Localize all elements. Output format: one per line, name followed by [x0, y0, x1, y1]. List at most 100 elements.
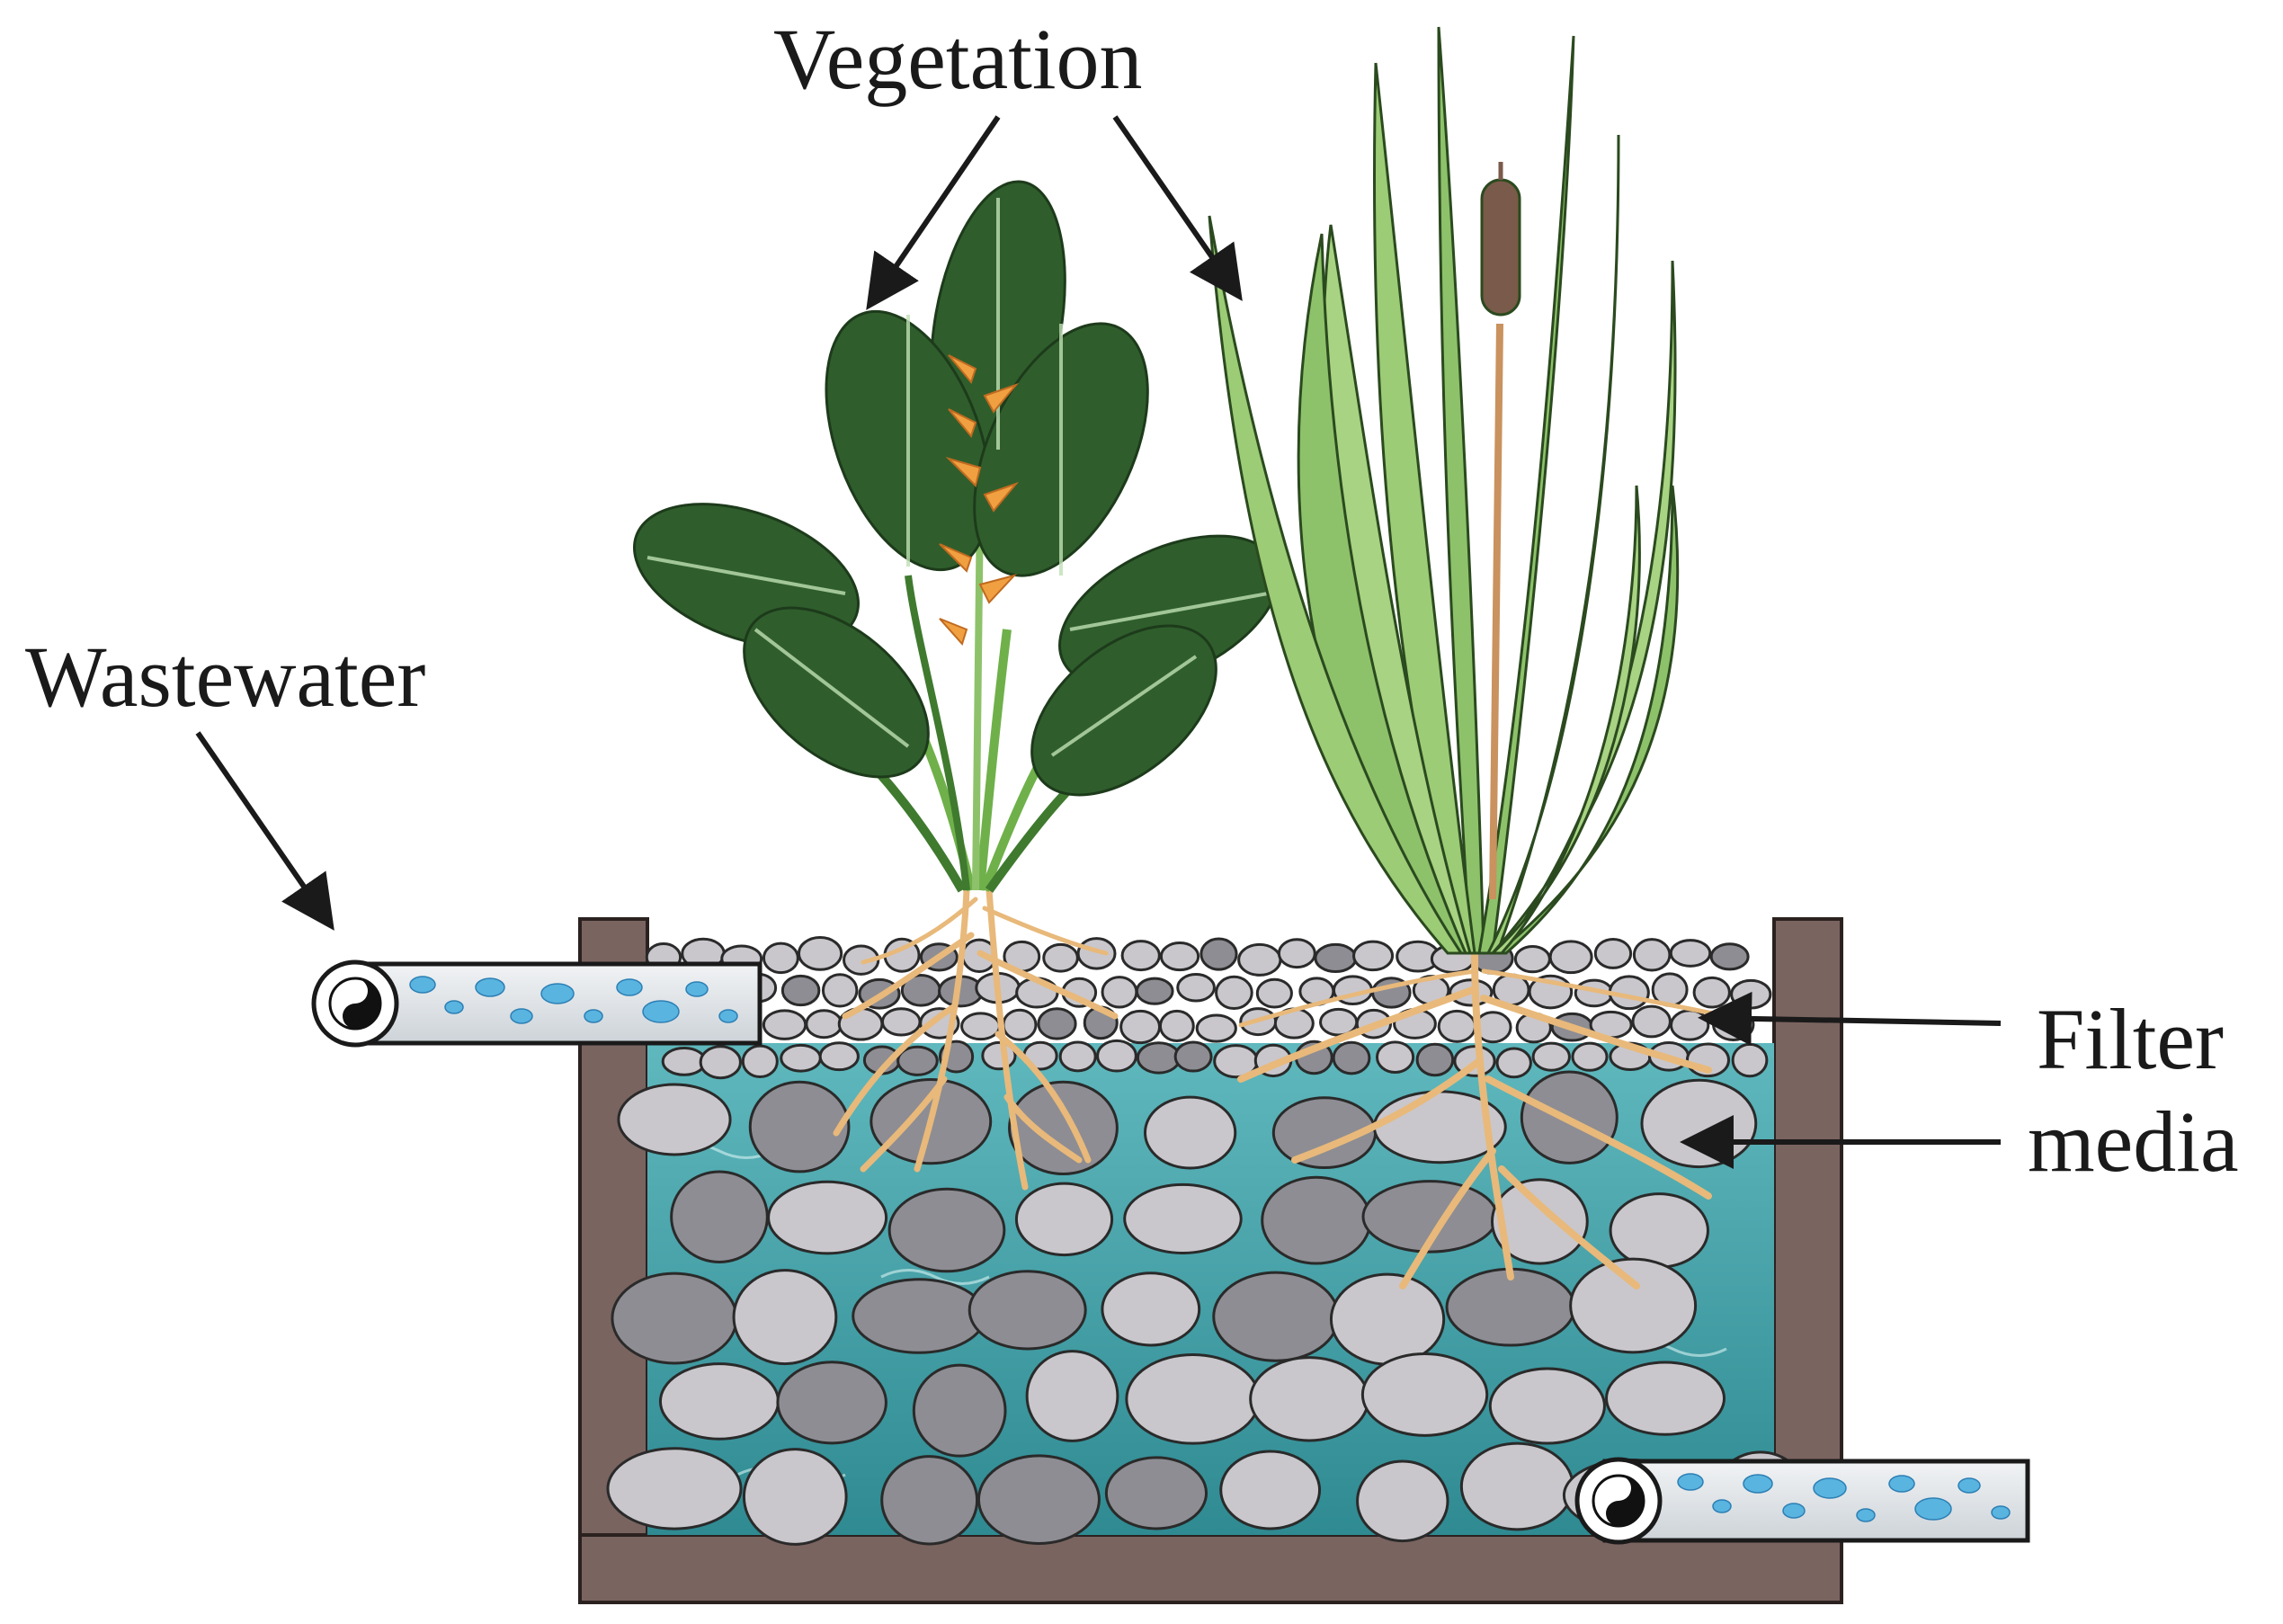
filter-stone [658, 1362, 780, 1441]
roots-right-plant [1237, 950, 1729, 1289]
yin-yang-icon [1592, 1474, 1645, 1528]
broadleaf-plant [633, 180, 1280, 893]
gravel-stone [797, 936, 843, 971]
gravel-stone [1002, 1008, 1038, 1041]
gravel-stone [1415, 1042, 1455, 1077]
gravel-stone [661, 1046, 707, 1076]
gravel-stone [1037, 1007, 1077, 1040]
filter-stone [1014, 1182, 1114, 1257]
filter-stone [767, 1180, 888, 1255]
gravel-stone [1058, 1040, 1097, 1073]
gravel-stone [1669, 939, 1712, 968]
filter-stone [606, 1447, 743, 1530]
filter-stone [1008, 1080, 1119, 1176]
yin-yang-icon [328, 977, 382, 1031]
filter-stone [1144, 1095, 1237, 1170]
gravel-stone [1314, 942, 1358, 974]
gravel-stone [818, 1041, 860, 1072]
gravel-stone [780, 974, 821, 1007]
gravel-stone [1255, 977, 1293, 1009]
gravel-stone [1277, 938, 1316, 969]
filter-stone [611, 1272, 738, 1365]
gravel-stone [780, 1043, 822, 1073]
gravel-stone [1352, 940, 1395, 972]
filter-stone [1104, 1456, 1208, 1530]
filter-media-label-line2: media [2028, 1093, 2239, 1190]
filter-media-label-line1: Filter [2037, 991, 2224, 1087]
gravel-stone [1215, 975, 1253, 1011]
filter-stone [887, 1187, 1006, 1273]
gravel-stone [1730, 978, 1772, 1010]
gravel-stone [1076, 937, 1117, 970]
gravel-stone [1176, 973, 1216, 1003]
gravel-stone [1096, 1039, 1137, 1073]
gravel-stone [1101, 976, 1138, 1009]
gravel-stone [1692, 976, 1731, 1009]
gravel-stone [1199, 937, 1238, 971]
vegetation-label: Vegetation [773, 11, 1143, 107]
gravel-stone [1135, 977, 1174, 1005]
gravel-stone [1119, 1009, 1162, 1045]
outlet-droplets [1677, 1473, 2011, 1522]
filter-stone [1459, 1441, 1574, 1531]
gravel-stone [1195, 1013, 1237, 1043]
filter-stone [742, 1448, 848, 1546]
filter-stone [1640, 1078, 1758, 1169]
gravel-stone [1375, 1040, 1415, 1074]
inlet-droplets [409, 976, 738, 1024]
gravel-stone [1437, 1009, 1476, 1043]
filter-stone [880, 1455, 979, 1546]
filter-stone [852, 1278, 986, 1354]
gravel-stone [762, 941, 799, 975]
gravel-stone [1593, 937, 1633, 969]
gravel-stone [1159, 941, 1200, 972]
gravel-stone [1332, 1040, 1371, 1075]
filter-stone [732, 1269, 838, 1366]
filter-stone [1569, 1257, 1698, 1354]
filter-stone [1609, 1192, 1709, 1269]
arrow-filter-top [1698, 991, 2002, 1046]
gravel-stone [1731, 1042, 1769, 1078]
outlet-pipe [1574, 1457, 2030, 1545]
filter-stone [1605, 1361, 1726, 1436]
gravel-stone [1042, 942, 1079, 973]
gravel-stone [960, 1012, 1001, 1041]
filter-stone [1101, 1272, 1201, 1347]
gravel-stone [1670, 1009, 1710, 1041]
small-gravel-layer [645, 936, 1772, 1080]
gravel-stone [1631, 1004, 1672, 1039]
roots-left-plant [833, 887, 1119, 1191]
large-stone-layer [606, 1070, 1808, 1546]
gravel-stone [1531, 1041, 1571, 1072]
filter-stone [1125, 1352, 1261, 1445]
gravel-stone [741, 1044, 779, 1079]
filter-stone [1025, 1350, 1119, 1442]
gravel-stone [1495, 1047, 1532, 1079]
filter-stone [1329, 1272, 1446, 1366]
gravel-stone [821, 973, 859, 1008]
arrow-vegetation-right [1112, 115, 1243, 301]
filter-stone [1488, 1367, 1606, 1445]
gravel-stone [699, 1045, 742, 1080]
filter-stone [670, 1170, 769, 1263]
cattail-plant [1208, 26, 1680, 955]
gravel-stone [1158, 1009, 1195, 1042]
gravel-stone [1173, 1040, 1213, 1073]
gravel-stone [1136, 1041, 1182, 1075]
filter-stone [1261, 1175, 1372, 1265]
filter-stone [1212, 1271, 1340, 1362]
filter-stone [912, 1363, 1007, 1458]
filter-stone [1249, 1356, 1370, 1442]
gravel-stone [1548, 940, 1593, 975]
filter-stone [1490, 1178, 1589, 1265]
gravel-stone [762, 1009, 807, 1040]
gravel-stone [1237, 942, 1282, 977]
filter-stone [968, 1270, 1087, 1351]
filter-stone [1356, 1459, 1449, 1543]
arrow-vegetation-left [866, 115, 1001, 310]
gravel-stone [1632, 938, 1672, 972]
filter-stone [776, 1361, 887, 1445]
gravel-stone [1709, 942, 1750, 971]
gravel-stone [896, 1045, 939, 1076]
